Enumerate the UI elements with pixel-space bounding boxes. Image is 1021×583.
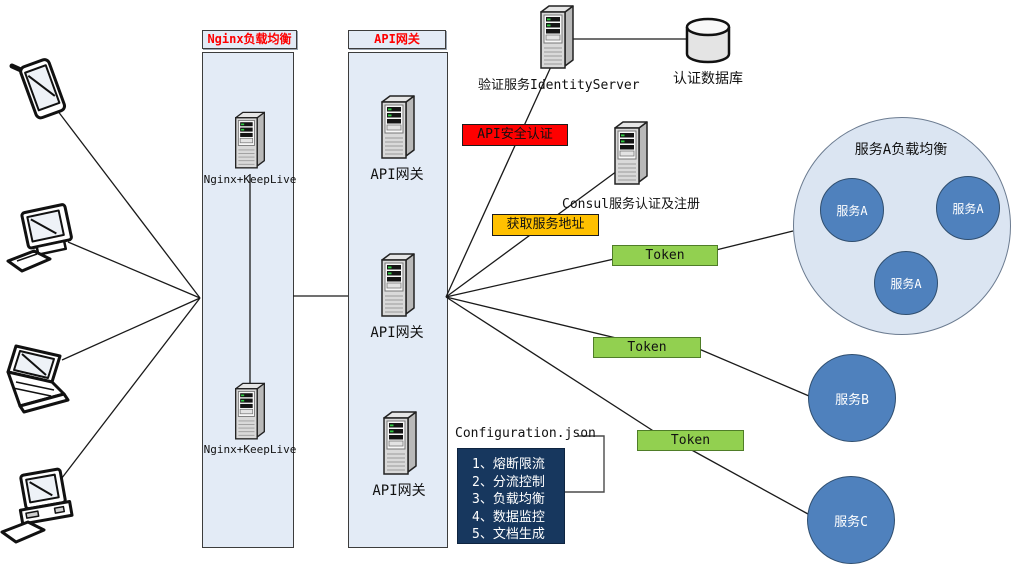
identity-server-label: 验证服务IdentityServer <box>478 78 640 93</box>
nginx-column-title: Nginx负载均衡 <box>202 30 297 49</box>
nginx-server-1-label: Nginx+KeepLive <box>203 173 297 186</box>
line-token3-to-service-c <box>687 447 809 515</box>
config-bracket <box>561 435 605 493</box>
config-item: 2、分流控制 <box>472 474 545 490</box>
get-service-address-badge: 获取服务地址 <box>492 214 599 236</box>
consul-server-label: Consul服务认证及注册 <box>562 197 700 212</box>
service-b-node: 服务B <box>808 354 896 442</box>
config-item: 1、熔断限流 <box>472 457 545 472</box>
service-a-cluster-title: 服务A负载均衡 <box>854 142 948 158</box>
auth-database-label: 认证数据库 <box>673 71 743 87</box>
config-item: 5、文档生成 <box>472 527 545 542</box>
nginx-column-panel <box>202 52 294 548</box>
api-gateway-server-3-label: API网关 <box>372 483 426 499</box>
token-badge-3: Token <box>637 430 744 451</box>
tablet-client-icon <box>8 50 70 122</box>
line-crt-to-nginx <box>67 241 201 299</box>
api-gateway-server-2-label: API网关 <box>370 325 424 341</box>
service-a-node-3: 服务A <box>874 251 938 315</box>
consul-server-icon <box>612 120 650 188</box>
api-gateway-server-2-icon <box>379 252 417 320</box>
line-apigw-to-token1 <box>445 251 646 298</box>
api-column-title: API网关 <box>348 30 446 49</box>
token-badge-2: Token <box>593 337 701 358</box>
service-c-node: 服务C <box>807 476 895 564</box>
identity-server-icon <box>538 4 576 72</box>
config-title: Configuration.json <box>455 426 596 441</box>
config-box: 1、熔断限流 2、分流控制 3、负载均衡 4、数据监控 5、文档生成 <box>457 448 565 544</box>
api-gateway-server-1-label: API网关 <box>370 167 424 183</box>
api-gateway-server-3-icon <box>381 410 419 478</box>
line-token1-to-cluster-a <box>715 230 794 251</box>
line-apigw-to-token3 <box>445 296 673 444</box>
config-item: 3、负载均衡 <box>472 492 545 507</box>
line-desktop-to-nginx <box>54 297 201 488</box>
service-a-node-2: 服务A <box>936 176 1000 240</box>
crt-monitor-client-icon <box>4 203 82 277</box>
nginx-server-1-icon <box>233 110 267 172</box>
line-laptop-to-nginx <box>61 297 201 361</box>
desktop-client-icon <box>0 466 80 550</box>
api-auth-badge: API安全认证 <box>462 124 568 146</box>
config-item: 4、数据监控 <box>472 509 545 525</box>
token-badge-1: Token <box>612 245 718 266</box>
api-gateway-server-1-icon <box>379 94 417 162</box>
line-token2-to-service-b <box>698 348 810 397</box>
auth-database-icon <box>684 17 732 65</box>
nginx-server-2-icon <box>233 381 267 443</box>
line-apigw-to-identity <box>445 59 555 298</box>
line-tablet-to-nginx <box>53 105 201 299</box>
service-a-node-1: 服务A <box>820 178 884 242</box>
nginx-server-2-label: Nginx+KeepLive <box>203 443 297 456</box>
laptop-client-icon <box>2 342 76 416</box>
